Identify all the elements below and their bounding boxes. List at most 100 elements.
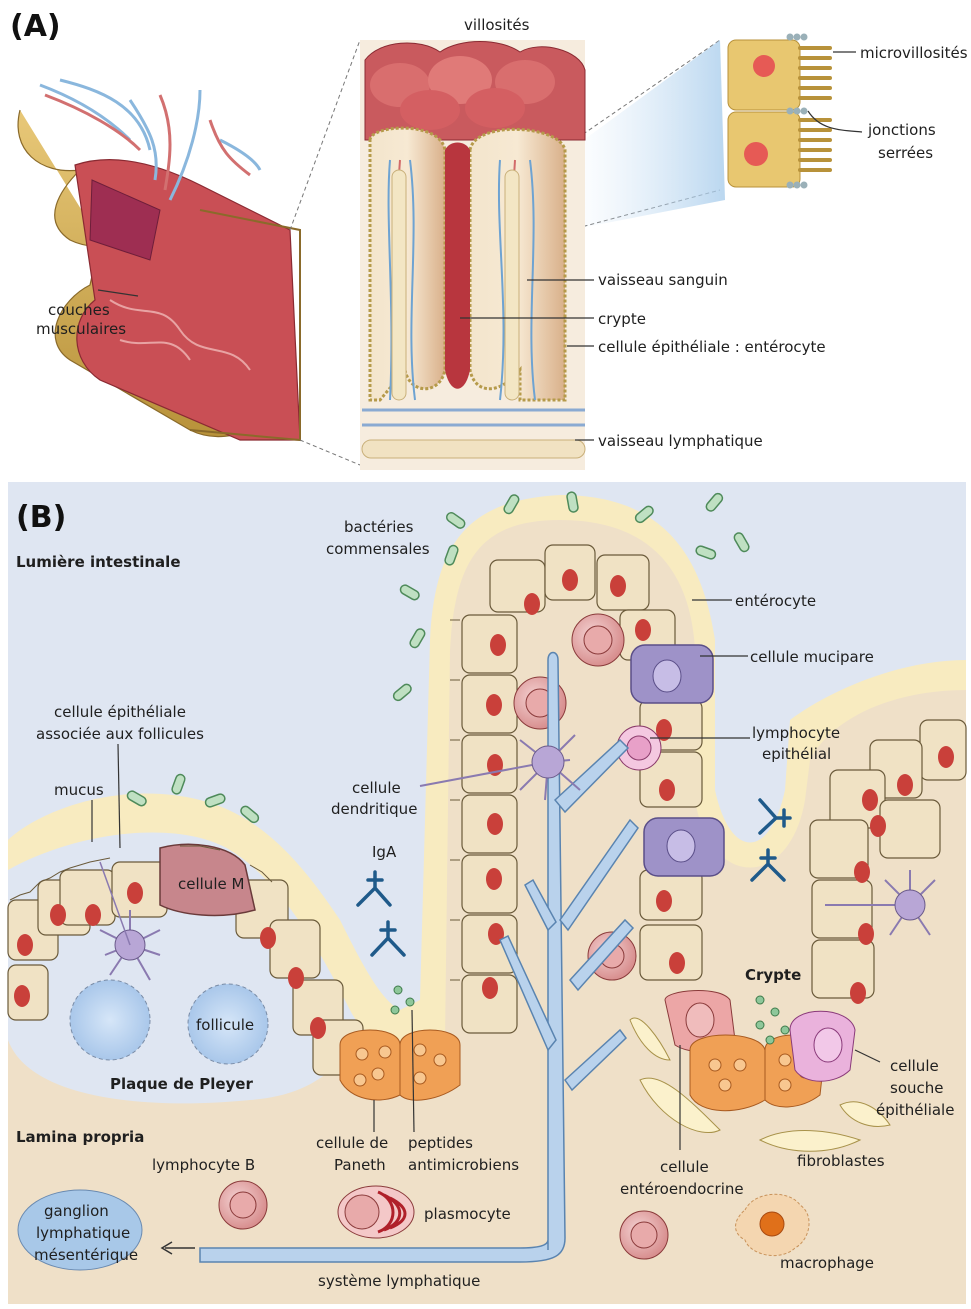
dendritic-cell bbox=[532, 746, 564, 778]
lumen-label: Lumière intestinale bbox=[16, 553, 181, 571]
amp-label-2: antimicrobiens bbox=[408, 1156, 519, 1174]
lacteal-right bbox=[505, 170, 519, 400]
junctions-label-2: serrées bbox=[878, 144, 933, 162]
enteroendocrine-label-1: cellule bbox=[660, 1158, 709, 1176]
muscle-layers-label-1: couches bbox=[48, 301, 110, 319]
lymph-node-label-2: lymphatique bbox=[36, 1224, 130, 1242]
enteroendocrine-label-2: entéroendocrine bbox=[620, 1180, 744, 1198]
villus-dome-4 bbox=[400, 90, 460, 130]
villi-block bbox=[360, 40, 585, 470]
intestine-tube bbox=[18, 80, 300, 440]
nucleus bbox=[260, 927, 276, 949]
lacteal-left bbox=[392, 170, 406, 400]
follicle-label: follicule bbox=[196, 1016, 254, 1034]
enterocyte bbox=[462, 615, 517, 673]
nucleus bbox=[669, 952, 685, 974]
microvilli-label: microvillosités bbox=[860, 44, 968, 62]
stem-cell-label-3: épithéliale bbox=[876, 1101, 954, 1119]
nucleus bbox=[659, 779, 675, 801]
muscle-layers-label-2: musculaires bbox=[36, 320, 126, 338]
goblet-label: cellule mucipare bbox=[750, 648, 874, 666]
enterocyte-label: entérocyte bbox=[735, 592, 816, 610]
junction-dot-5 bbox=[794, 108, 801, 115]
panel-b-label: (B) bbox=[16, 500, 66, 535]
peyer-label: Plaque de Pleyer bbox=[110, 1075, 253, 1093]
goblet-nucleus bbox=[653, 660, 681, 692]
nucleus-top bbox=[753, 55, 775, 77]
panel-a-label: (A) bbox=[10, 9, 61, 44]
junction-dot-9 bbox=[801, 182, 808, 189]
villus-dome-5 bbox=[465, 88, 525, 128]
fae-label-2: associée aux follicules bbox=[36, 725, 204, 743]
lamina-lymphocyte-nucleus bbox=[631, 1222, 657, 1248]
paneth-label-1: cellule de bbox=[316, 1134, 388, 1152]
stem-cell-label-2: souche bbox=[890, 1079, 943, 1097]
nucleus bbox=[127, 882, 143, 904]
b-lymphocyte-nucleus bbox=[230, 1192, 256, 1218]
paneth-cell bbox=[400, 1030, 460, 1100]
iel-label-2: epithélial bbox=[762, 745, 831, 763]
bacteria-label-1: bactéries bbox=[344, 518, 414, 536]
lymph-vessel-tube bbox=[362, 440, 585, 458]
nucleus bbox=[490, 634, 506, 656]
nucleus bbox=[310, 1017, 326, 1039]
junction-dot-3 bbox=[801, 34, 808, 41]
junctions-label-1: jonctions bbox=[867, 121, 936, 139]
dendritic-cell bbox=[895, 890, 925, 920]
nucleus bbox=[288, 967, 304, 989]
fae-label-1: cellule épithéliale bbox=[54, 703, 186, 721]
paneth-label-2: Paneth bbox=[334, 1156, 386, 1174]
nucleus bbox=[524, 593, 540, 615]
nucleus bbox=[85, 904, 101, 926]
crypt-label: crypte bbox=[598, 310, 646, 328]
lymph-vessel-label: vaisseau lymphatique bbox=[598, 432, 763, 450]
paneth-cell bbox=[340, 1030, 400, 1100]
epithelial-label: cellule épithéliale : entérocyte bbox=[598, 338, 826, 356]
macrophage-label: macrophage bbox=[780, 1254, 874, 1272]
nucleus bbox=[486, 694, 502, 716]
mucus-label: mucus bbox=[54, 781, 104, 799]
enterocyte bbox=[640, 925, 702, 980]
panel-a: (A) couches musculaires bbox=[10, 9, 968, 470]
villi-label: villosités bbox=[464, 16, 530, 34]
enterocyte bbox=[640, 870, 702, 920]
nucleus-bottom bbox=[744, 142, 768, 166]
round-immune-nucleus bbox=[584, 626, 612, 654]
lymphatic-system-label: système lymphatique bbox=[318, 1272, 480, 1290]
nucleus bbox=[486, 868, 502, 890]
crypt-label: Crypte bbox=[745, 966, 801, 984]
nucleus bbox=[17, 934, 33, 956]
crypt-red bbox=[445, 143, 470, 389]
junction-dot-6 bbox=[801, 108, 808, 115]
lymph-node-label-1: ganglion bbox=[44, 1202, 109, 1220]
m-cell-label: cellule M bbox=[178, 875, 244, 893]
lymph-node-label-3: mésentérique bbox=[34, 1246, 138, 1264]
follicle-1 bbox=[70, 980, 150, 1060]
nucleus bbox=[635, 619, 651, 641]
goblet-nucleus bbox=[667, 830, 695, 862]
macrophage-nucleus bbox=[760, 1212, 784, 1236]
junction-dot-4 bbox=[787, 108, 794, 115]
epithelial-lymphocyte-nucleus bbox=[627, 736, 651, 760]
b-cell-label: lymphocyte B bbox=[152, 1156, 255, 1174]
stem-cell-nucleus bbox=[814, 1028, 842, 1062]
amp-label-1: peptides bbox=[408, 1134, 473, 1152]
nucleus bbox=[610, 575, 626, 597]
enteroendocrine-nucleus bbox=[686, 1003, 714, 1037]
nucleus bbox=[50, 904, 66, 926]
junction-dot-2 bbox=[794, 34, 801, 41]
zoom-glow bbox=[570, 40, 725, 230]
bacteria-label-2: commensales bbox=[326, 540, 430, 558]
enterocyte-zoom bbox=[728, 34, 830, 189]
dendritic-label-1: cellule bbox=[352, 779, 401, 797]
nucleus bbox=[482, 977, 498, 999]
plasma-cell bbox=[338, 1186, 414, 1238]
nucleus bbox=[487, 813, 503, 835]
plasma-label: plasmocyte bbox=[424, 1205, 511, 1223]
villus-left bbox=[370, 128, 445, 400]
enterocyte bbox=[880, 800, 940, 858]
panel-b: (B) Lumière intestinale Lamina propria b… bbox=[8, 482, 966, 1304]
iga-label: IgA bbox=[372, 843, 397, 861]
junction-dot-7 bbox=[787, 182, 794, 189]
